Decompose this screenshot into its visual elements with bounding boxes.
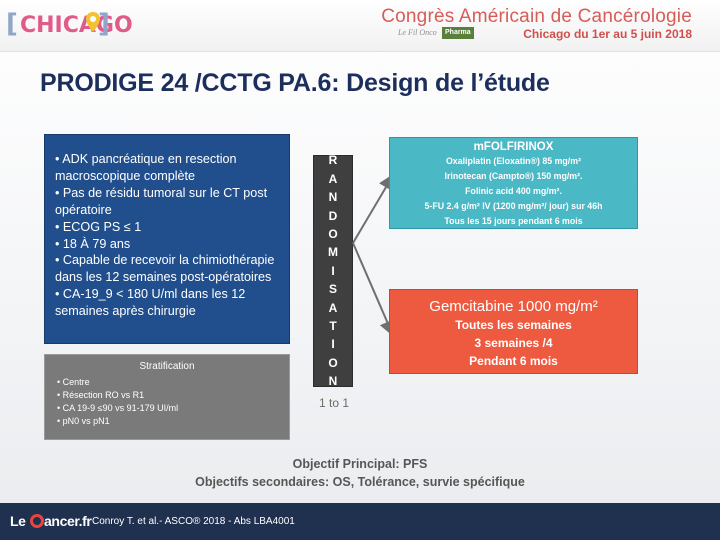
- logo-bracket-right-icon: ]: [98, 9, 110, 39]
- randomisation-letter: O: [328, 355, 338, 370]
- arm2-line: Pendant 6 mois: [469, 354, 558, 368]
- objectives-block: Objectif Principal: PFS Objectifs second…: [0, 455, 720, 491]
- secondary-objectives: Objectifs secondaires: OS, Tolérance, su…: [195, 475, 525, 489]
- inclusion-criteria-box: • ADK pancréatique en resection macrosco…: [44, 134, 290, 344]
- randomisation-letter: M: [328, 245, 338, 260]
- map-pin-icon: [86, 12, 100, 32]
- criteria-item: • ADK pancréatique en resection macrosco…: [55, 152, 237, 183]
- randomisation-letter: A: [328, 300, 338, 315]
- randomisation-letter: S: [328, 282, 337, 297]
- arm1-line: Tous les 15 jours pendant 6 mois: [444, 216, 583, 226]
- slide-header: [ CHICAGO ] Congrès Américain de Cancéro…: [0, 0, 720, 52]
- pharma-badge: Pharma: [442, 27, 474, 39]
- arm-mfolfirinox-box: mFOLFIRINOX Oxaliplatin (Eloxatin®) 85 m…: [389, 137, 638, 229]
- randomisation-letter: O: [328, 227, 338, 242]
- stratification-item: • CA 19-9 ≤90 vs 91-179 UI/ml: [57, 403, 179, 413]
- congress-subtitle: Le Fil Onco: [398, 28, 437, 37]
- congress-title: Congrès Américain de Cancérologie: [381, 6, 692, 27]
- randomisation-letter: T: [329, 318, 337, 333]
- slide-footer: Le ancer.fr Conroy T. et al.- ASCO® 2018…: [0, 503, 720, 540]
- cancer-c-ring-icon: [30, 514, 45, 528]
- randomisation-box: R A N D O M I S A T I O N: [313, 153, 353, 389]
- randomisation-letter: N: [328, 374, 338, 389]
- randomisation-letter: R: [328, 153, 338, 168]
- primary-objective: Objectif Principal: PFS: [292, 457, 428, 471]
- criteria-item: • Capable de recevoir la chimiothérapie …: [55, 253, 275, 285]
- randomisation-ratio: 1 to 1: [318, 396, 350, 410]
- congress-dates: Chicago du 1er au 5 juin 2018: [523, 27, 692, 41]
- randomisation-letter: I: [331, 337, 335, 352]
- stratification-item: • pN0 vs pN1: [57, 416, 110, 426]
- logo-bracket-left-icon: [: [6, 9, 18, 39]
- randomisation-arrows-icon: [352, 173, 395, 337]
- stratification-title: Stratification: [139, 361, 195, 372]
- stratification-item: • Centre: [57, 377, 90, 387]
- arm1-line: 5-FU 2.4 g/m² IV (1200 mg/m²/ jour) sur …: [424, 201, 603, 211]
- chicago-logo: [ CHICAGO ]: [6, 6, 133, 44]
- arrow-to-arm1-icon: [352, 173, 395, 244]
- randomisation-letter: A: [328, 171, 338, 186]
- stratification-item: • Résection RO vs R1: [57, 390, 145, 400]
- stratification-box: Stratification • Centre • Résection RO v…: [44, 354, 290, 440]
- arm2-title: Gemcitabine 1000 mg/m²: [429, 298, 598, 315]
- lecancer-logo: Le ancer.fr: [10, 513, 92, 529]
- footer-citation: Conroy T. et al.- ASCO® 2018 - Abs LBA40…: [92, 516, 295, 527]
- arm1-line: Irinotecan (Campto®) 150 mg/m².: [444, 171, 583, 181]
- arrow-to-arm2-icon: [352, 242, 395, 337]
- arm2-line: 3 semaines /4: [474, 336, 553, 350]
- arm1-line: Oxaliplatin (Eloxatin®) 85 mg/m²: [445, 156, 582, 166]
- criteria-item: • Pas de résidu tumoral sur le CT post o…: [55, 185, 268, 217]
- criteria-item: • ECOG PS ≤ 1: [55, 219, 142, 234]
- page-title: PRODIGE 24 /CCTG PA.6: Design de l’étude: [40, 69, 550, 97]
- arm1-line: Folinic acid 400 mg/m².: [465, 186, 562, 196]
- criteria-item: • CA-19_9 < 180 U/ml dans les 12 semaine…: [55, 287, 246, 319]
- logo-text: CHICAGO: [20, 13, 133, 38]
- arm1-title: mFOLFIRINOX: [473, 141, 554, 153]
- arm-gemcitabine-box: Gemcitabine 1000 mg/m² Toutes les semain…: [389, 289, 638, 374]
- randomisation-letter: D: [328, 208, 338, 223]
- arm2-line: Toutes les semaines: [455, 318, 572, 332]
- logo-right-text: ancer.fr: [44, 513, 92, 529]
- criteria-item: • 18 À 79 ans: [55, 236, 131, 251]
- randomisation-letter: N: [328, 190, 338, 205]
- randomisation-letter: I: [331, 263, 335, 278]
- logo-left-text: Le: [10, 513, 26, 529]
